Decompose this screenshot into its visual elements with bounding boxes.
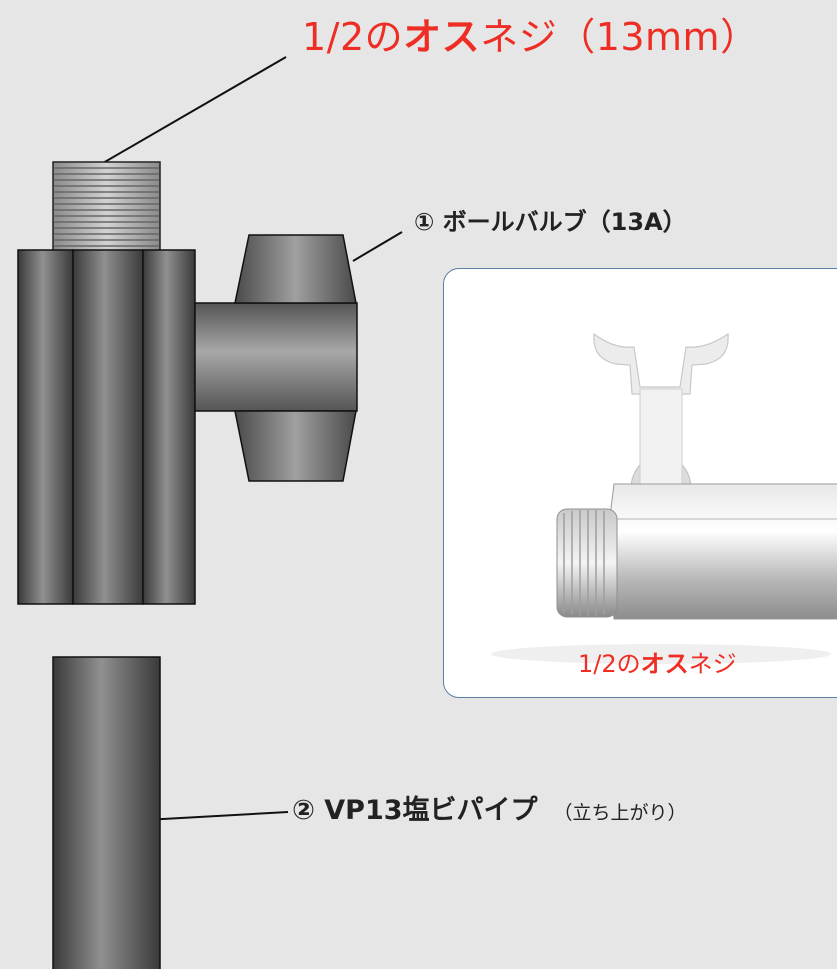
valve-leader-line <box>352 231 403 262</box>
photo-caption-prefix: 1/2の <box>578 650 641 678</box>
photo-caption: 1/2のオスネジ <box>578 652 737 676</box>
male-thread-fitting <box>52 161 161 253</box>
ball-valve-body <box>17 249 196 605</box>
pvc-pipe-label-note: （立ち上がり） <box>553 802 687 824</box>
valve-handle <box>234 234 357 482</box>
ball-valve-label: ① ボールバルブ（13A） <box>414 208 687 236</box>
thread-label-emphasis: オス <box>403 15 481 59</box>
pvc-pipe-label-main: ② VP13塩ビパイプ <box>292 795 538 826</box>
male-thread-label: 1/2のオスネジ（13mm） <box>302 18 759 56</box>
ball-valve-photo <box>491 332 837 664</box>
thread-label-prefix: 1/2の <box>302 15 404 59</box>
pvc-pipe <box>52 656 161 969</box>
valve-stem <box>194 302 358 412</box>
pvc-pipe-label: ② VP13塩ビパイプ （立ち上がり） <box>292 797 687 824</box>
photo-caption-emphasis: オス <box>640 650 689 678</box>
thread-leader-line <box>102 56 287 164</box>
ball-valve-photo-card <box>443 268 837 698</box>
pipe-leader-line <box>144 811 289 821</box>
thread-label-suffix: ネジ（13mm） <box>480 15 759 59</box>
photo-caption-suffix: ネジ <box>688 650 737 678</box>
